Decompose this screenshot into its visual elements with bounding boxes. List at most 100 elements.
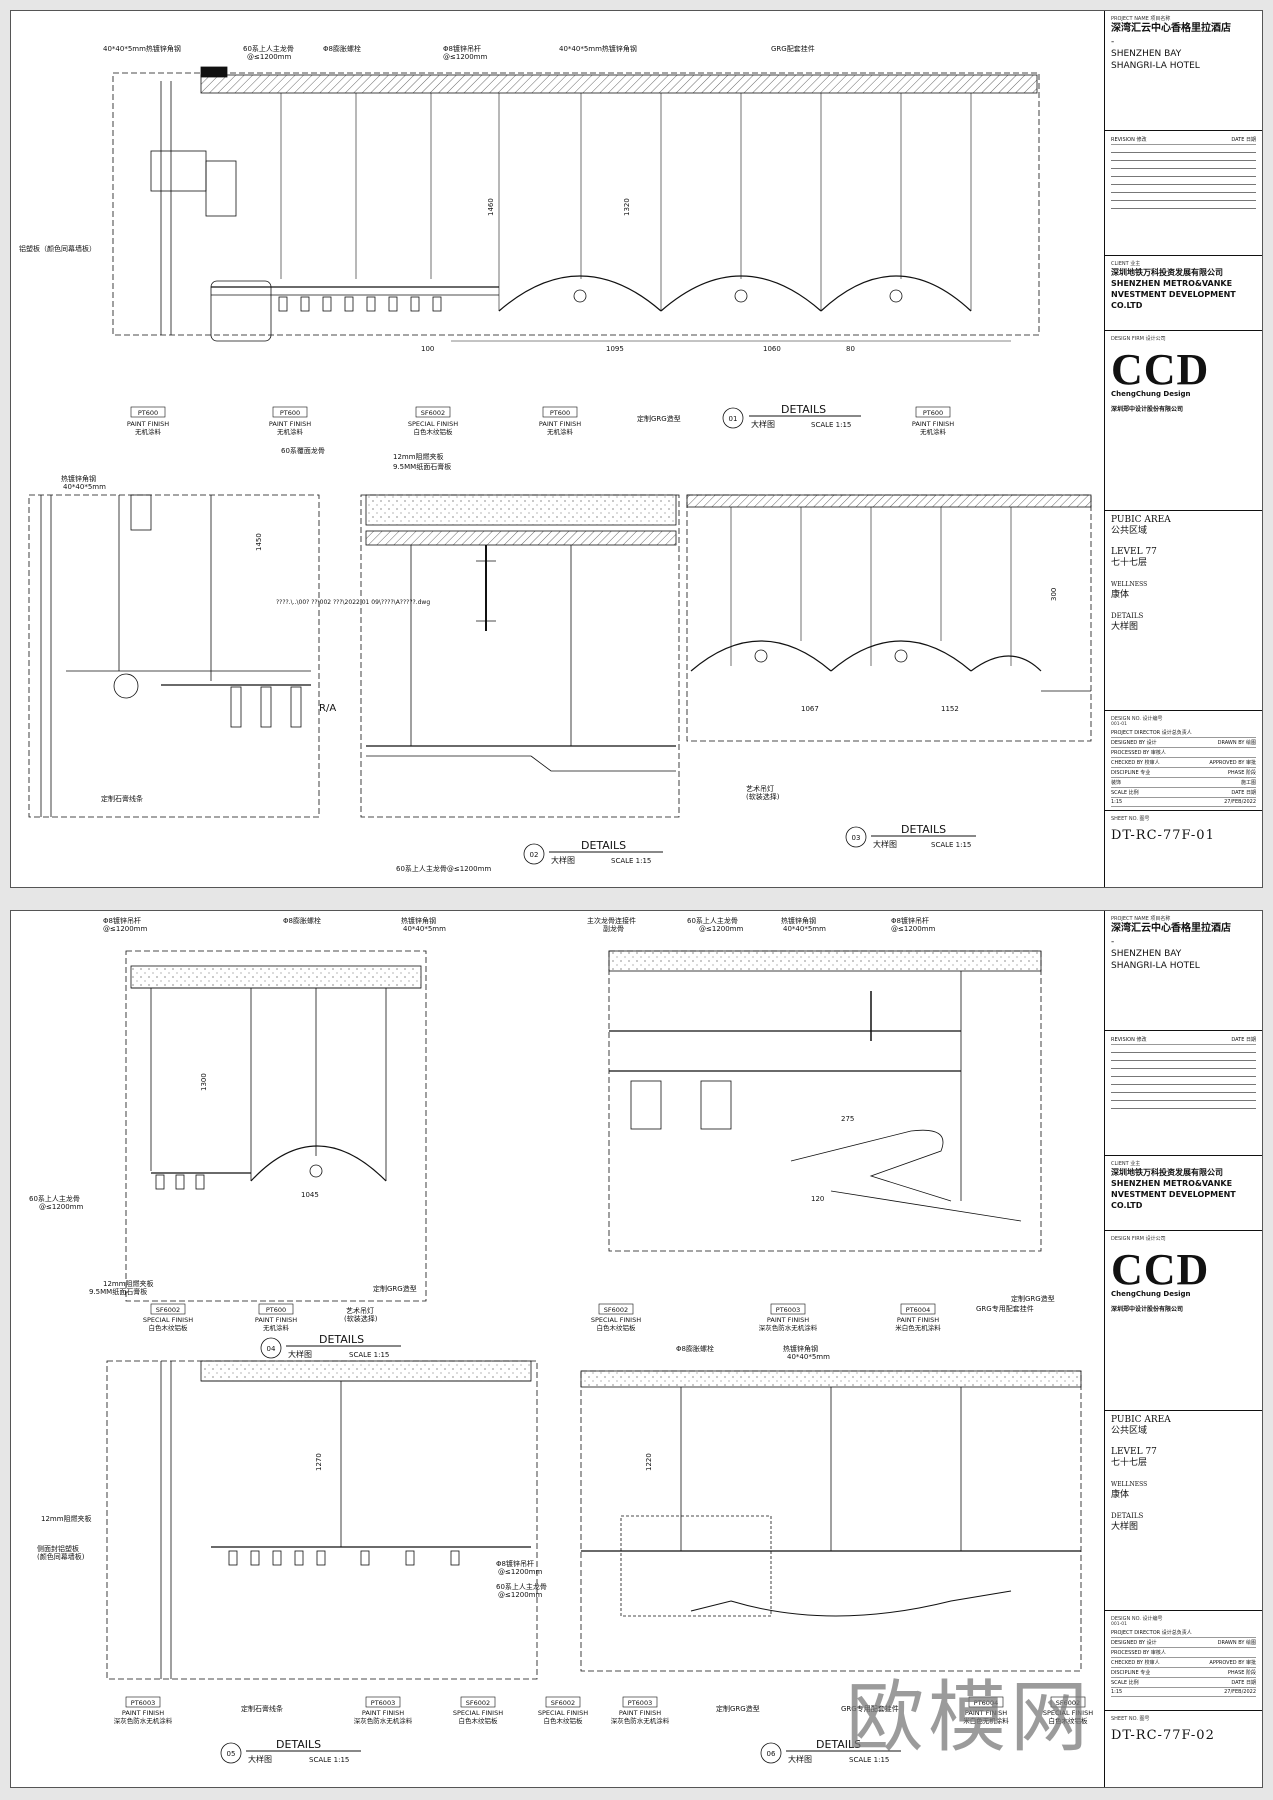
project-name-en-1: SHENZHEN BAY (1111, 949, 1182, 959)
svg-text:PAINT FINISH: PAINT FINISH (127, 420, 169, 428)
scale-label: SCALE 比例 (1111, 790, 1139, 796)
design-no-label: DESIGN NO. 设计编号 (1111, 1616, 1163, 1622)
callout-hanger-spacing: @≤1200mm (103, 925, 147, 933)
checked-by: CHECKED BY 校审人 (1111, 1660, 1160, 1666)
dim-1152: 1152 (941, 705, 959, 713)
project-dash: - (1111, 37, 1115, 47)
designed-by: DESIGNED BY 设计 (1111, 740, 1157, 746)
callout-hanger-rod-2: Φ8镀锌吊杆 (891, 916, 929, 925)
svg-text:白色木纹铝板: 白色木纹铝板 (459, 1716, 499, 1725)
svg-text:05: 05 (227, 1750, 236, 1758)
callout-main-keel-spacing: @≤1200mm (247, 53, 291, 61)
project-name-en-2: SHANGRI-LA HOTEL (1111, 961, 1200, 971)
svg-text:06: 06 (767, 1750, 776, 1758)
title-block-2: PROJECT NAME 项目名称 深湾汇云中心香格里拉酒店 - SHENZHE… (1104, 911, 1262, 1787)
svg-text:大样图: 大样图 (751, 419, 775, 429)
note-chandelier: 艺术吊灯 (746, 784, 774, 793)
callout-main-keel-spacing: @≤1200mm (699, 925, 743, 933)
date-label: DATE 日期 (1231, 137, 1256, 143)
note-main-keel: 60系上人主龙骨 (29, 1194, 80, 1203)
date-value: 27/FEB/2022 (1224, 799, 1256, 805)
project-name-en-2: SHANGRI-LA HOTEL (1111, 61, 1200, 71)
drawn-by: DRAWN BY 绘图 (1217, 1640, 1256, 1646)
note-hanger-rod: Φ8镀锌吊杆 (496, 1559, 534, 1568)
type-cn: 大样图 (1111, 622, 1139, 632)
zone-cn: 康体 (1111, 1490, 1130, 1500)
level-en: LEVEL 77 (1111, 547, 1157, 557)
callout-aluminium-panel: 铝塑板（颜色同幕墙板） (19, 244, 96, 253)
finish-tag: PT600 PAINT FINISH 无机涂料 (912, 406, 954, 436)
svg-text:PT6004: PT6004 (906, 1306, 930, 1314)
ra-mark: R/A (319, 703, 336, 714)
svg-text:无机涂料: 无机涂料 (135, 427, 162, 436)
dim-1450: 1450 (255, 533, 263, 551)
note-gypsum-line: 定制石膏线条 (101, 794, 143, 803)
area-en: PUBIC AREA (1111, 1415, 1171, 1425)
svg-text:DETAILS: DETAILS (816, 1738, 861, 1751)
area-cn: 公共区域 (1111, 526, 1148, 536)
finish-tag: PT600 PAINT FINISH 无机涂料 (127, 406, 169, 436)
revision-label: REVISION 修改 (1111, 137, 1147, 143)
note-grg-shape: 定制GRG造型 (373, 1284, 417, 1293)
note-grg-shape: 定制GRG造型 (637, 414, 681, 423)
svg-text:PT600: PT600 (280, 409, 300, 417)
dim-1060: 1060 (763, 345, 781, 353)
client-en-2: NVESTMENT DEVELOPMENT CO.LTD (1111, 290, 1236, 310)
svg-text:02: 02 (530, 851, 539, 859)
svg-text:PAINT FINISH: PAINT FINISH (912, 420, 954, 428)
svg-text:PT600: PT600 (923, 409, 943, 417)
client-en-1: SHENZHEN METRO&VANKE (1111, 279, 1233, 288)
design-no: 001-01 (1111, 722, 1127, 727)
note-grg-shape-2: 定制GRG造型 (1011, 1294, 1055, 1303)
note-grg-hanger-2: GRG专用配套挂件 (841, 1704, 899, 1713)
svg-text:04: 04 (267, 1345, 276, 1353)
svg-text:白色木纹铝板: 白色木纹铝板 (1049, 1716, 1089, 1725)
svg-text:DETAILS: DETAILS (901, 823, 946, 836)
svg-text:PAINT FINISH: PAINT FINISH (965, 1709, 1007, 1717)
processed-by: PROCESSED BY 审核人 (1111, 1650, 1166, 1656)
area-cn: 公共区域 (1111, 1426, 1148, 1436)
svg-text:大样图: 大样图 (788, 1754, 812, 1764)
svg-text:大样图: 大样图 (288, 1349, 312, 1359)
svg-text:DETAILS: DETAILS (319, 1333, 364, 1346)
svg-text:深灰色防水无机涂料: 深灰色防水无机涂料 (114, 1716, 173, 1725)
callout-expansion-bolt: Φ8膨胀螺栓 (323, 44, 361, 53)
level-cn: 七十七层 (1111, 1458, 1148, 1468)
svg-text:03: 03 (852, 834, 861, 842)
date-value: 27/FEB/2022 (1224, 1689, 1256, 1695)
scale-value: 1:15 (1111, 799, 1123, 805)
zone-cn: 康体 (1111, 590, 1130, 600)
callout-angle-steel-2: 40*40*5mm热镀锌角钢 (559, 44, 637, 53)
svg-text:深灰色防水无机涂料: 深灰色防水无机涂料 (354, 1716, 413, 1725)
type-en: DETAILS (1111, 612, 1144, 620)
firm-name-cn: 深圳郑中设计股份有限公司 (1111, 406, 1184, 413)
ccd-logo-sub: ChengChung Design (1111, 1290, 1191, 1298)
project-director: PROJECT DIRECTOR 设计总负责人 (1111, 1630, 1192, 1636)
svg-text:PT6003: PT6003 (776, 1306, 800, 1314)
svg-text:白色木纹铝板: 白色木纹铝板 (414, 427, 454, 436)
date-label-2: DATE 日期 (1231, 1680, 1256, 1686)
svg-text:SPECIAL FINISH: SPECIAL FINISH (143, 1316, 193, 1324)
finish-tag: PT600 PAINT FINISH 无机涂料 (269, 406, 311, 436)
svg-text:PT600: PT600 (266, 1306, 286, 1314)
detail-title-06: 06 DETAILS 大样图 SCALE 1:15 (760, 1738, 901, 1764)
svg-text:SF6002: SF6002 (156, 1306, 180, 1314)
sheet-no-label: SHEET NO. 图号 (1111, 816, 1150, 822)
design-firm-label: DESIGN FIRM 设计公司 (1111, 336, 1166, 342)
design-firm-label: DESIGN FIRM 设计公司 (1111, 1236, 1166, 1242)
svg-text:PT600: PT600 (138, 409, 158, 417)
note-angle-steel: 热镀锌角钢 (783, 1344, 818, 1353)
note-angle-steel: 热镀锌角钢 (61, 474, 96, 483)
callout-angle-steel: 40*40*5mm热镀锌角钢 (103, 44, 181, 53)
detail-title-01: 01 DETAILS 大样图 SCALE 1:15 (722, 403, 861, 429)
svg-text:深灰色防水无机涂料: 深灰色防水无机涂料 (759, 1323, 818, 1332)
note-chandelier: 艺术吊灯 (346, 1306, 374, 1315)
svg-text:SF6002: SF6002 (551, 1699, 575, 1707)
svg-text:无机涂料: 无机涂料 (547, 427, 574, 436)
note-main-keel-spacing-2: @≤1200mm (498, 1591, 542, 1599)
svg-text:PAINT FINISH: PAINT FINISH (539, 420, 581, 428)
client-cn: 深圳地铁万科投资发展有限公司 (1111, 1168, 1223, 1177)
